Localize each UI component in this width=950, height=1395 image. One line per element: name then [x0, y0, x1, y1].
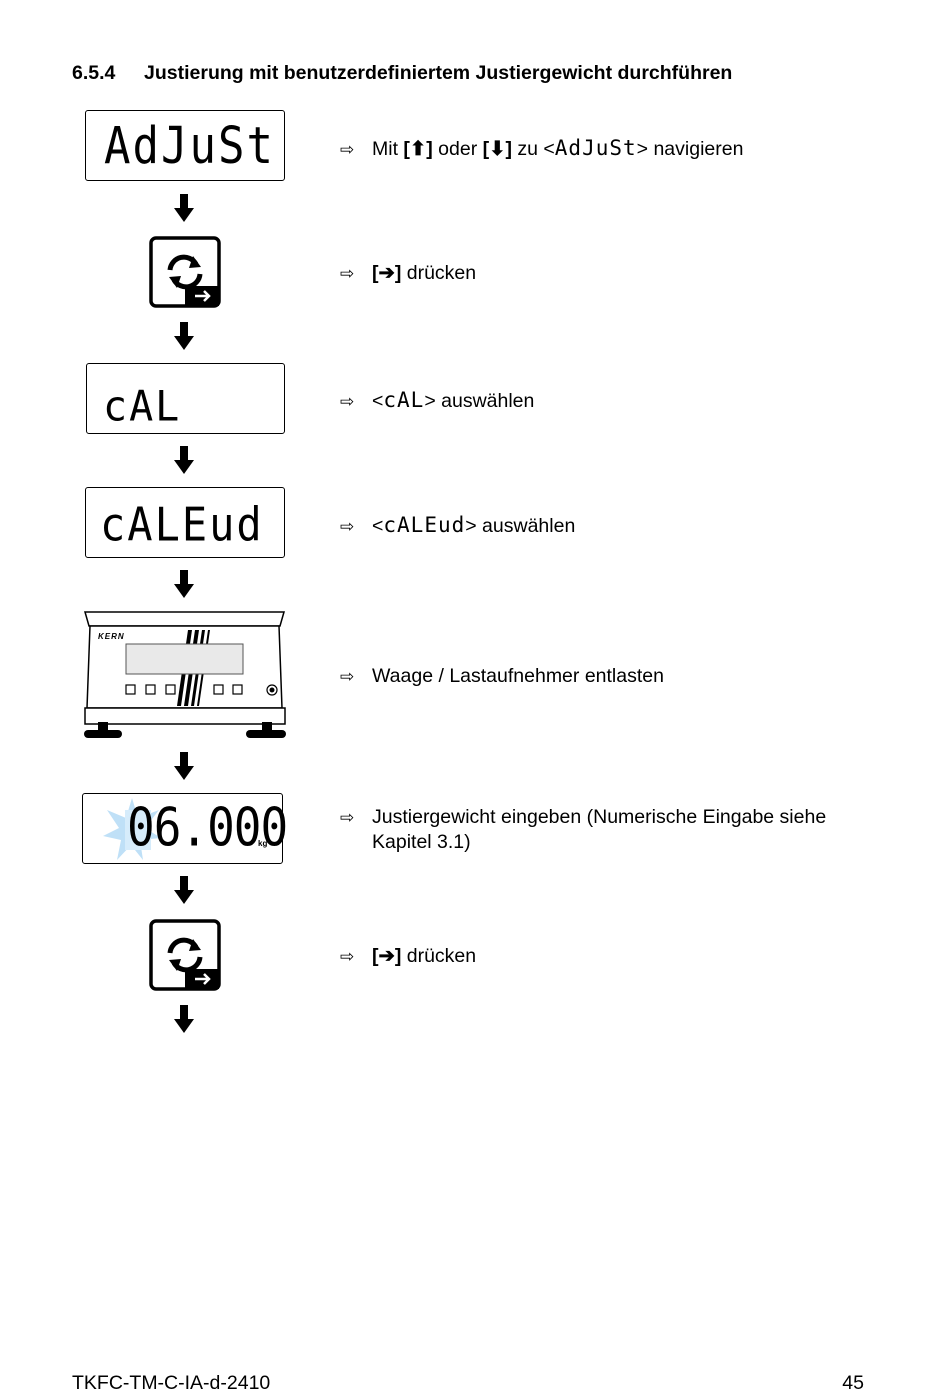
step-3: ⇨ <cAL> auswählen [340, 388, 534, 414]
step-3-text: > [424, 390, 436, 412]
step-4-text: > [465, 515, 477, 537]
step-7-text: drücken [401, 945, 477, 967]
bullet-arrow-icon: ⇨ [340, 517, 355, 536]
lcd-display-adjust: AdJuSt [85, 110, 285, 181]
step-6-text: Justiergewicht eingeben (Numerische Eing… [372, 806, 827, 853]
bullet-arrow-icon: ⇨ [340, 808, 355, 827]
lcd-text-cal: cAL [103, 382, 182, 432]
down-arrow-icon [174, 1005, 194, 1033]
step-1: ⇨ Mit [⬆] oder [⬇] zu <AdJuSt> navigieren [340, 136, 743, 162]
section-title: Justierung mit benutzerdefiniertem Justi… [144, 62, 733, 84]
section-number: 6.5.4 [72, 62, 116, 84]
lcd-unit-label: kg [258, 839, 268, 848]
step-6: ⇨ Justiergewicht eingeben (Numerische Ein… [340, 805, 872, 855]
enter-key-button-icon [149, 919, 221, 991]
enter-key-label: [➔] [372, 945, 402, 967]
lcd-text-weight: 06.000 [127, 795, 288, 859]
bullet-arrow-icon: ⇨ [340, 947, 355, 966]
step-4: ⇨ <cALEud> auswählen [340, 513, 575, 539]
enter-key-button-icon [149, 236, 221, 308]
blink-icon [103, 798, 161, 860]
step-1-text: > [636, 138, 649, 160]
lcd-text-caleud: cALEud [100, 497, 264, 552]
step-5: ⇨ Waage / Lastaufnehmer entlasten [340, 664, 664, 689]
down-key-label: [⬇] [482, 138, 512, 160]
down-arrow-icon [174, 322, 194, 350]
scale-illustration [84, 611, 286, 738]
scale-brand-logo: KERN [98, 632, 125, 641]
step-4-text: < [372, 515, 384, 537]
lcd-text-adjust: AdJuSt [104, 117, 275, 176]
bullet-arrow-icon: ⇨ [340, 140, 355, 159]
step-1-text: < [543, 138, 555, 160]
down-arrow-icon [174, 876, 194, 904]
bullet-arrow-icon: ⇨ [340, 667, 355, 686]
step-3-text: auswählen [435, 390, 535, 412]
step-4-display: cALEud [383, 513, 466, 537]
step-1-display: AdJuSt [554, 136, 637, 160]
down-arrow-icon [174, 446, 194, 474]
step-3-display: cAL [383, 388, 425, 412]
step-3-text: < [372, 390, 384, 412]
down-arrow-icon [174, 194, 194, 222]
footer-doc-id: TKFC-TM-C-IA-d-2410 [72, 1372, 271, 1394]
up-key-label: [⬆] [403, 138, 433, 160]
step-1-text: oder [432, 138, 483, 160]
step-1-text: Mit [372, 138, 404, 160]
step-2-text: drücken [401, 262, 477, 284]
lcd-display-weight: 06.000 kg [82, 793, 288, 864]
step-2: ⇨ [➔] drücken [340, 261, 476, 286]
step-4-text: auswählen [476, 515, 576, 537]
down-arrow-icon [174, 570, 194, 598]
bullet-arrow-icon: ⇨ [340, 264, 355, 283]
lcd-display-caleud: cALEud [85, 487, 285, 558]
step-1-text: zu [511, 138, 544, 160]
section-heading: 6.5.4 Justierung mit benutzerdefiniertem … [72, 62, 732, 85]
step-1-text: navigieren [648, 138, 744, 160]
step-5-text: Waage / Lastaufnehmer entlasten [372, 665, 664, 687]
footer-page-number: 45 [842, 1372, 864, 1394]
step-7: ⇨ [➔] drücken [340, 944, 476, 969]
bullet-arrow-icon: ⇨ [340, 392, 355, 411]
down-arrow-icon [174, 752, 194, 780]
lcd-display-cal: cAL [86, 363, 285, 434]
enter-key-label: [➔] [372, 262, 402, 284]
